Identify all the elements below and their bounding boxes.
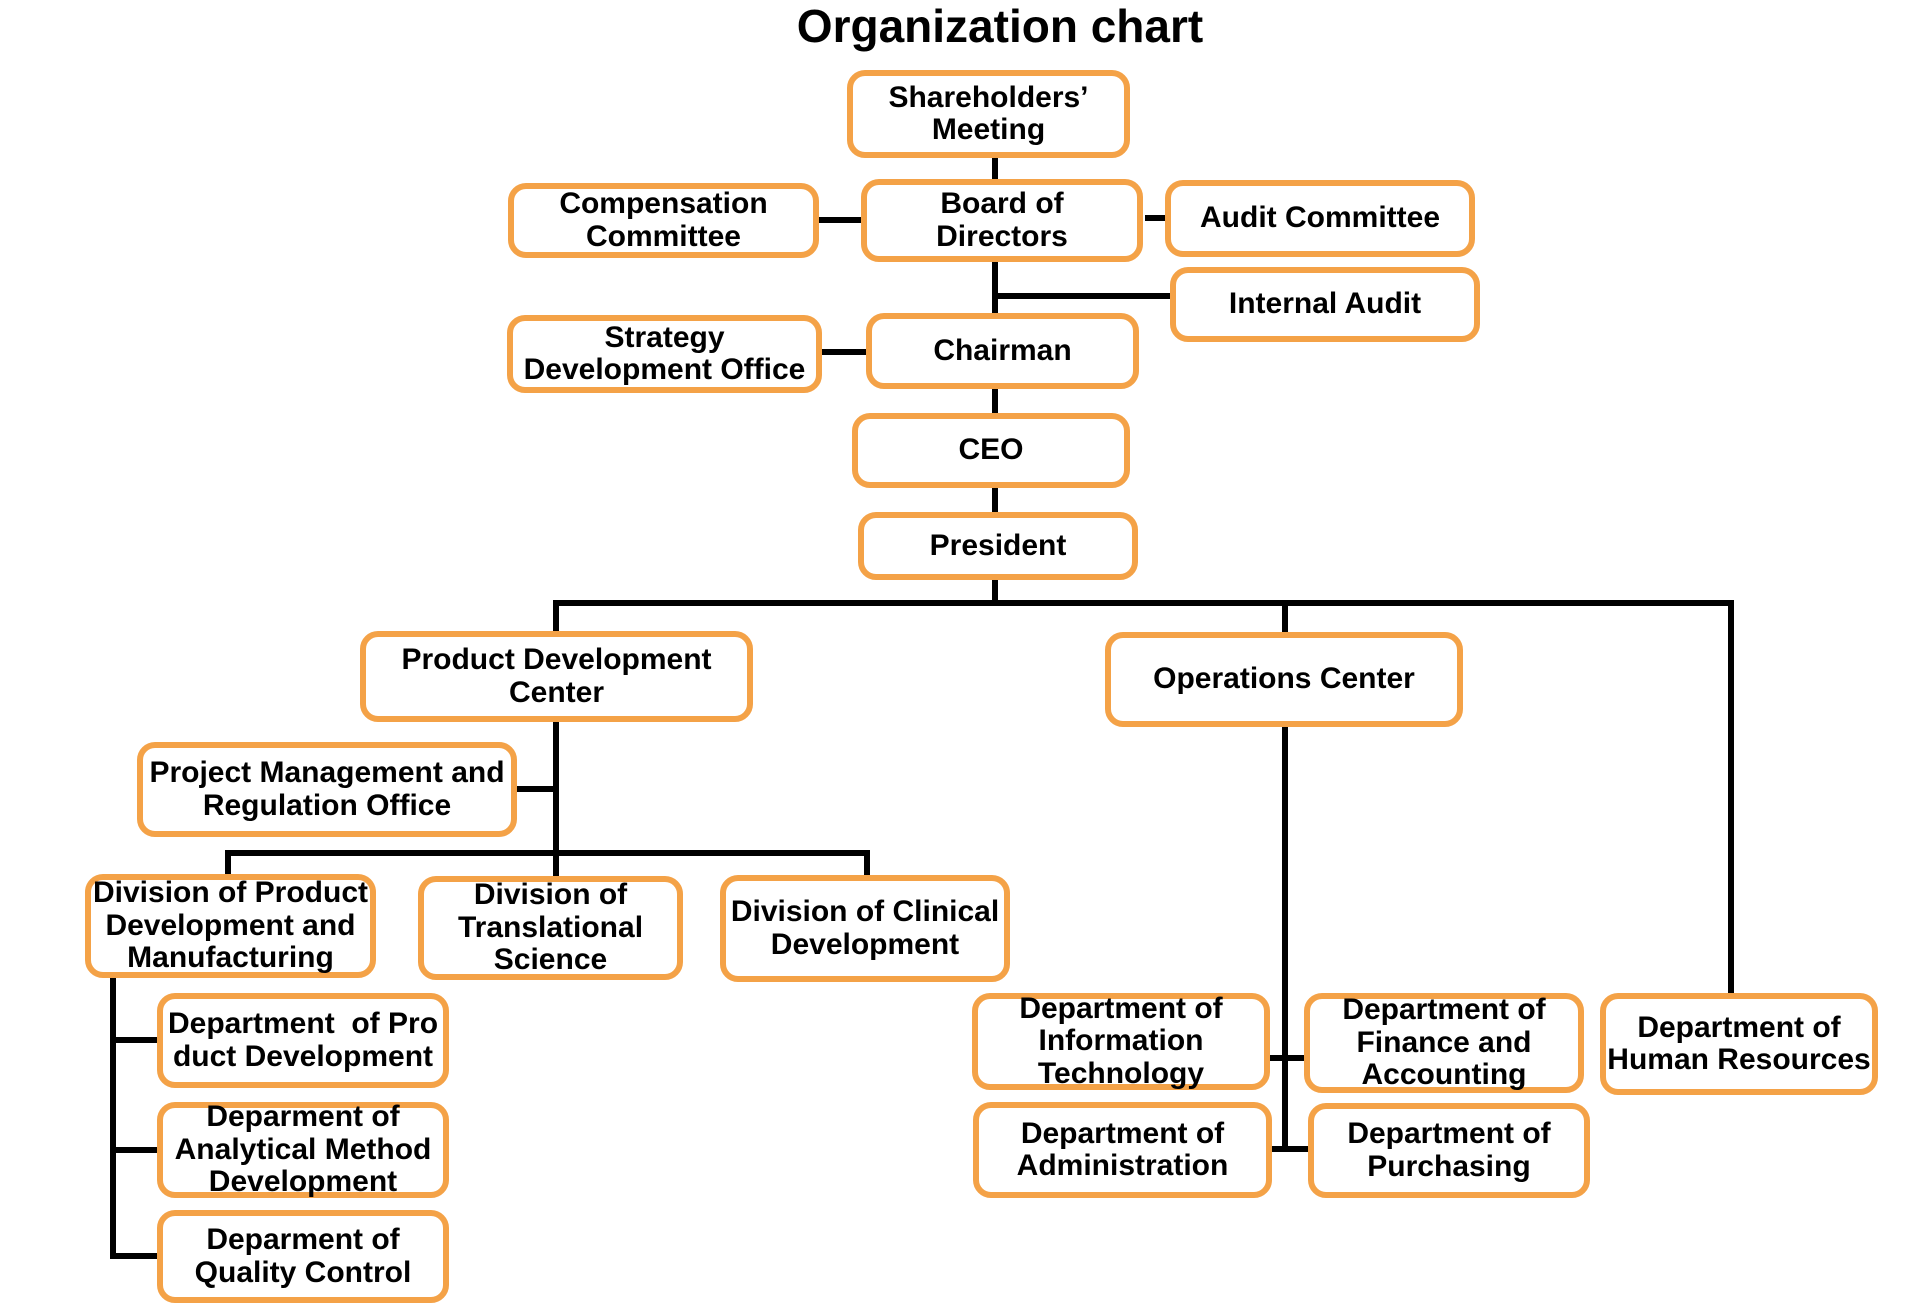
node-ceo: CEO <box>852 413 1130 488</box>
node-president: President <box>858 512 1138 580</box>
node-department-finance-accounting: Department of Finance and Accounting <box>1304 993 1584 1093</box>
node-division-product-development-manufacturing: Division of Product Development and Manu… <box>85 874 376 978</box>
connector-chairman-ceo <box>992 389 998 416</box>
connector-divisions-line <box>225 850 867 856</box>
connector-board-audit <box>1145 215 1167 221</box>
connector-dept-analytical-stub <box>110 1147 157 1153</box>
connector-shareholders-board <box>992 157 998 183</box>
node-shareholders-meeting: Shareholders’ Meeting <box>847 70 1130 158</box>
connector-split-line <box>556 600 1734 606</box>
node-department-product-development: Department of Pro duct Development <box>157 993 449 1088</box>
connector-left-dept-trunk <box>110 975 116 1259</box>
connector-pdc-trunk <box>553 722 559 879</box>
node-compensation-committee: Compensation Committee <box>508 183 819 258</box>
node-division-clinical-development: Division of Clinical Development <box>720 875 1010 982</box>
connector-board-chairman <box>992 262 998 316</box>
connector-strategy-chairman <box>822 349 868 355</box>
connector-split-pdc <box>553 600 559 634</box>
connector-pmro-trunk <box>517 786 556 792</box>
connector-dept-product-dev-stub <box>110 1037 157 1043</box>
connector-division-pdm-stub <box>225 850 231 877</box>
node-department-analytical-method-development: Deparment of Analytical Method Developme… <box>157 1101 449 1198</box>
connector-dept-quality-stub <box>110 1253 157 1259</box>
node-product-development-center: Product Development Center <box>360 631 753 722</box>
node-board-of-directors: Board of Directors <box>861 179 1143 262</box>
page-title: Organization chart <box>796 0 1204 52</box>
node-division-translational-science: Division of Translational Science <box>418 876 683 980</box>
connector-division-clinical-stub <box>864 850 870 878</box>
node-internal-audit: Internal Audit <box>1170 267 1480 342</box>
connector-compensation-board <box>819 217 863 223</box>
node-chairman: Chairman <box>866 313 1139 389</box>
connector-ops-row1-stub <box>1270 1055 1304 1061</box>
connector-ops-row2-stub <box>1272 1146 1308 1152</box>
connector-ceo-president <box>992 488 998 515</box>
connector-operations-trunk <box>1282 724 1288 1152</box>
node-project-management-regulation-office: Project Management and Regulation Office <box>137 742 517 837</box>
node-department-quality-control: Deparment of Quality Control <box>157 1210 449 1303</box>
node-department-purchasing: Department of Purchasing <box>1308 1103 1590 1198</box>
node-department-administration: Department of Administration <box>973 1102 1272 1198</box>
node-audit-committee: Audit Committee <box>1165 180 1475 257</box>
connector-spine-internal-audit <box>995 293 1172 299</box>
node-department-information-technology: Department of Information Technology <box>972 992 1270 1090</box>
node-strategy-development-office: Strategy Development Office <box>507 315 822 393</box>
connector-president-splitline <box>992 580 998 606</box>
node-operations-center: Operations Center <box>1105 632 1463 727</box>
connector-split-operations <box>1282 600 1288 635</box>
node-department-human-resources: Department of Human Resources <box>1600 993 1878 1095</box>
connector-split-human-resources <box>1728 600 1734 996</box>
